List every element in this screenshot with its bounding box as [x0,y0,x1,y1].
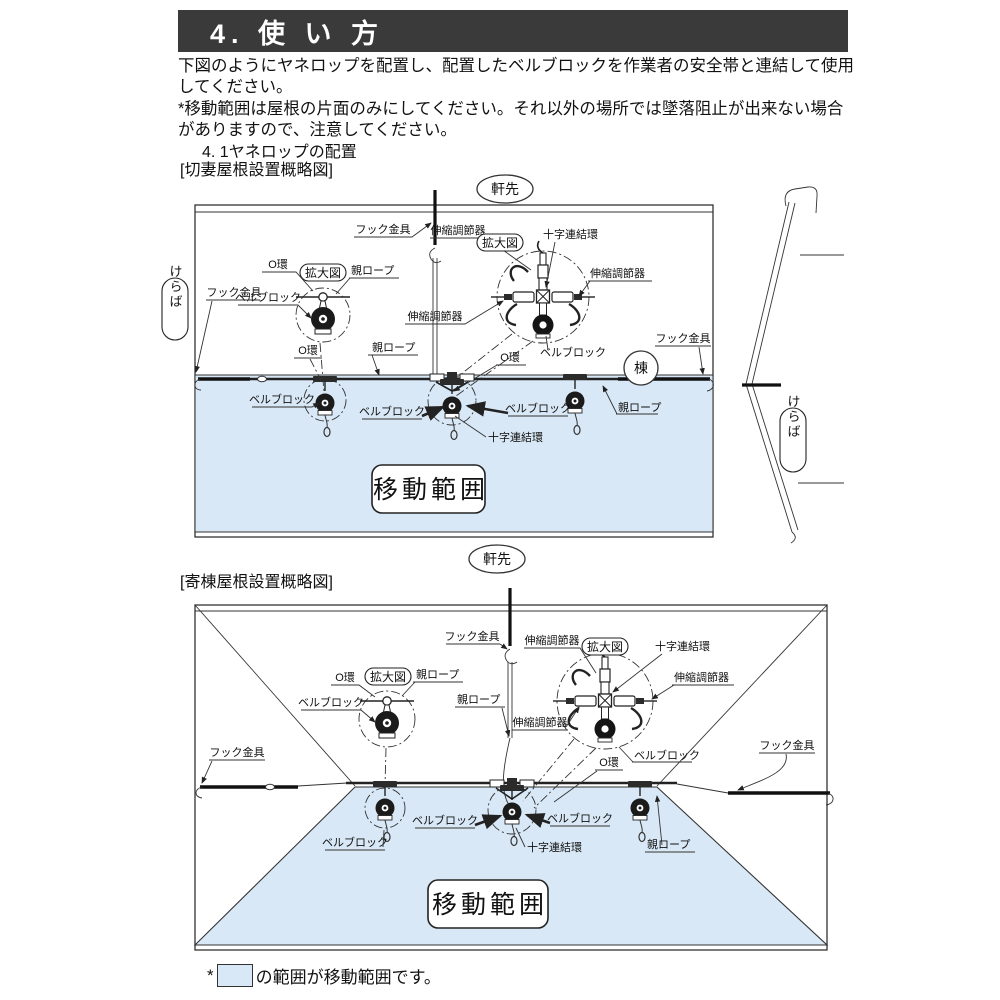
adjuster-label: 伸縮調節器 [431,223,486,237]
bellblock-label: ベルブロック [235,290,301,304]
keraba-label-right: けらば [786,395,801,440]
bellblock-label: ベルブロック [359,404,425,418]
adjuster-label: 伸縮調節器 [590,266,645,280]
oya-rope-label: 親ロープ [416,668,459,681]
legend-text: の範囲が移動範囲です。 [255,968,441,987]
move-range-label: 移動範囲 [432,891,548,919]
enlarged-view-label: 拡大図 [305,266,341,280]
movement-area-hip [193,786,829,946]
oring-label: O環 [335,671,355,684]
mune-label: 棟 [634,360,648,376]
cross-ring-label: 十字連結環 [543,227,598,241]
hip-caption: [寄棟屋根設置概略図] [180,574,333,591]
oring-label: O環 [298,344,318,357]
section-title: 4. 使 い 方 [210,18,385,49]
bellblock-label: ベルブロック [540,345,606,359]
bellblock-label: ベルブロック [249,392,315,406]
cross-ring-label: 十字連結環 [655,639,710,653]
legend-marker: * [207,965,214,985]
gable-roof-diagram: 軒先 棟 フック金具 O環 拡大図 親ロープ ベルブ [161,174,844,574]
enlarged-view-label: 拡大図 [370,670,406,684]
oring-label: O環 [268,258,288,271]
bellblock-label: ベルブロック [322,835,388,849]
adjuster-label: 伸縮調節器 [674,670,729,684]
nokisaki-label-top: 軒先 [491,181,519,197]
oya-rope-label: 親ロープ [618,401,661,414]
oya-rope-label: 親ロープ [351,264,394,277]
hook-label-top: フック金具 [445,629,500,643]
oya-rope-label: 親ロープ [647,838,690,851]
legend: * の範囲が移動範囲です。 [207,963,441,988]
section-header-bar: 4. 使 い 方 [178,10,848,52]
bellblock-label: ベルブロック [412,813,478,827]
gable-caption: [切妻屋根設置概略図] [180,162,333,179]
hook-label-top: フック金具 [356,222,411,236]
cross-ring-label: 十字連結環 [488,430,543,444]
adjuster-label: 伸縮調節器 [408,309,463,323]
oya-rope-label: 親ロープ [457,693,500,706]
enlarged-view-label: 拡大図 [587,640,623,654]
keraba-label-left: けらば [168,265,183,310]
hip-roof-diagram: フック金具 O環 拡大図 親ロープ ベルブロック 親ロープ 伸縮調節器 拡大図 … [193,588,834,951]
intro-line: 下図のようにヤネロップを配置し、配置したベルブロックを作業者の安全帯と連結して使… [178,57,855,96]
hook-label-left: フック金具 [207,285,262,299]
intro-note: *移動範囲は屋根の片面のみにしてください。それ以外の場所では墜落阻止が出来ない場… [178,100,844,139]
placement-title: 4. 1ヤネロップの配置 [202,144,357,161]
nokisaki-label-bottom: 軒先 [483,551,511,567]
bellblock-label: ベルブロック [505,401,571,415]
bellblock-label: ベルブロック [634,748,700,762]
hook-label-left: フック金具 [210,745,265,759]
legend-color-swatch [216,964,253,987]
cross-ring-label: 十字連結環 [527,840,582,854]
move-range-label: 移動範囲 [373,476,489,504]
hook-label-right: フック金具 [656,331,711,345]
enlarged-view-label: 拡大図 [482,236,518,250]
bellblock-label: ベルブロック [547,811,613,825]
hook-label-right: フック金具 [760,738,815,752]
oya-rope-label: 親ロープ [372,341,415,354]
intro-text: 下図のようにヤネロップを配置し、配置したベルブロックを作業者の安全帯と連結して使… [178,56,858,141]
adjuster-label: 伸縮調節器 [525,633,580,647]
oring-label: O環 [599,756,619,769]
adjuster-label: 伸縮調節器 [513,715,568,729]
bellblock-label: ベルブロック [298,695,364,709]
